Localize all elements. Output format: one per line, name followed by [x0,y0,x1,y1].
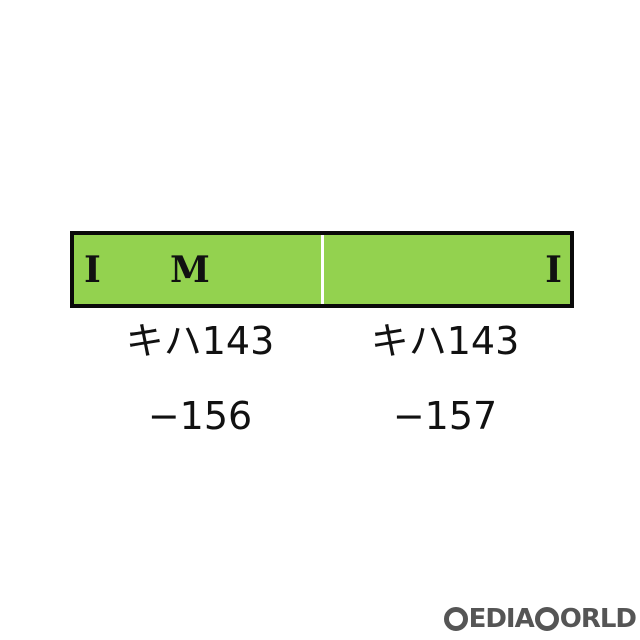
car-1-marker-i: I [84,248,101,291]
car-2: I [320,235,571,304]
car-2-number: −157 [392,394,498,438]
ring-icon [443,607,468,631]
watermark-text-2: ORLD [559,604,637,634]
mediaworld-watermark: EDIA ORLD [443,604,637,634]
car-1-marker-m: M [170,248,210,291]
car-1: I M [74,235,321,304]
car-2-marker-i: I [545,248,562,291]
car-2-name: キハ143 [370,319,520,363]
train-formation-diagram: I M I [70,231,574,308]
car-1-name: キハ143 [125,319,275,363]
ring-icon [534,607,559,631]
watermark-text-1: EDIA [468,604,535,634]
car-1-number: −156 [147,394,253,438]
